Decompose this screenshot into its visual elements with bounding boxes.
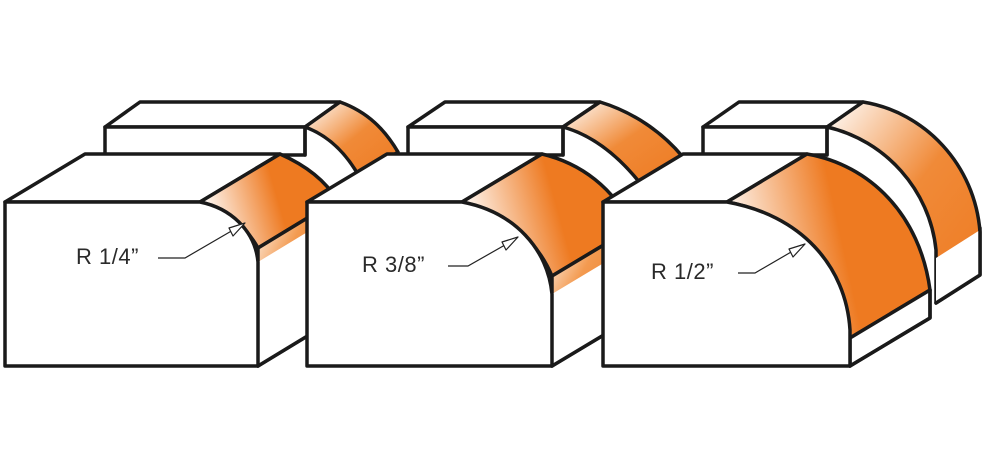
radius-label: R 3/8” xyxy=(362,252,425,277)
front-board xyxy=(305,152,634,368)
back-board xyxy=(406,100,684,185)
profile-r-quarter: R 1/4” xyxy=(3,100,400,368)
dimension-callout: R 1/2” xyxy=(651,243,806,284)
front-board xyxy=(601,152,932,368)
back-board xyxy=(103,100,400,180)
front-board xyxy=(3,152,339,368)
radius-label: R 1/2” xyxy=(651,259,714,284)
radius-label: R 1/4” xyxy=(76,244,139,269)
dimension-callout: R 3/8” xyxy=(362,236,519,277)
dimension-callout: R 1/4” xyxy=(76,222,246,269)
profile-r-three-eighths: R 3/8” xyxy=(305,100,684,368)
profile-r-half: R 1/2” xyxy=(601,100,982,368)
back-board xyxy=(701,100,982,305)
